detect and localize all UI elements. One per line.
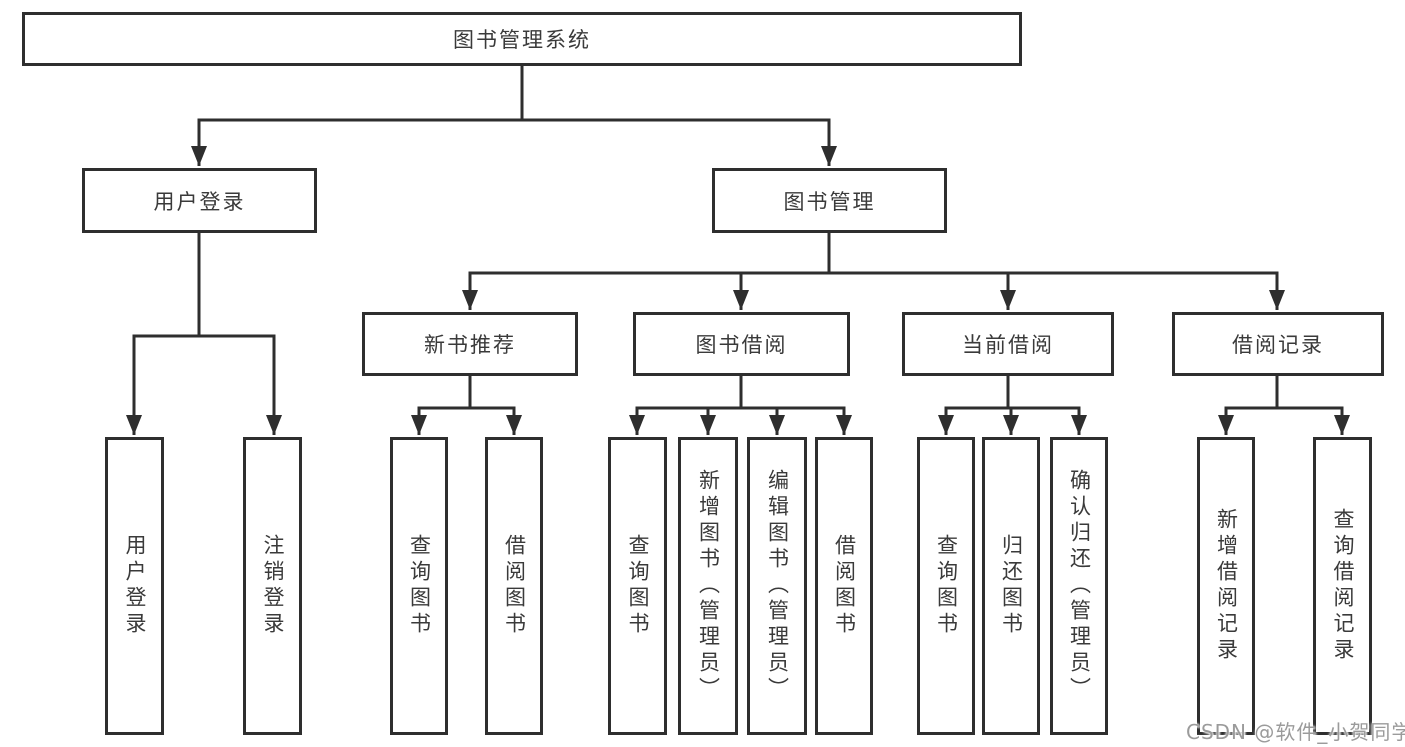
- node-label: 归还图书: [999, 534, 1024, 638]
- node-leaf-edit-books-admin: 编辑图书（管理员）: [747, 437, 807, 735]
- node-label: 新书推荐: [424, 333, 516, 357]
- node-leaf-query-books-current: 查询图书: [917, 437, 975, 735]
- node-leaf-borrow-books: 借阅图书: [815, 437, 873, 735]
- node-label: 用户登录: [123, 534, 147, 638]
- node-leaf-query-books-rec: 查询图书: [390, 437, 448, 735]
- node-leaf-query-borrow-record: 查询借阅记录: [1313, 437, 1372, 735]
- csdn-watermark: CSDN @软件_小贺同学: [1186, 720, 1405, 744]
- node-leaf-add-borrow-record: 新增借阅记录: [1197, 437, 1255, 735]
- node-book-borrowing: 图书借阅: [633, 312, 850, 376]
- node-label: 图书管理系统: [453, 28, 591, 52]
- node-book-management: 图书管理: [712, 168, 947, 233]
- node-label: 借阅记录: [1232, 333, 1324, 357]
- node-label: 确认归还（管理员）: [1067, 469, 1092, 703]
- node-label: 查询借阅记录: [1331, 508, 1355, 664]
- node-label: 查询图书: [934, 534, 959, 638]
- node-label: 编辑图书（管理员）: [765, 469, 790, 703]
- node-label: 注销登录: [261, 534, 285, 638]
- arrow-lines: [126, 120, 1350, 435]
- node-label: 当前借阅: [962, 333, 1054, 357]
- node-user-login: 用户登录: [82, 168, 317, 233]
- node-label: 查询图书: [626, 534, 650, 638]
- node-label: 图书借阅: [695, 333, 788, 357]
- node-current-borrowing: 当前借阅: [902, 312, 1114, 376]
- connector-lines: [132, 64, 1344, 410]
- node-label: 新增图书（管理员）: [696, 469, 721, 703]
- node-leaf-return-books: 归还图书: [982, 437, 1040, 735]
- node-label: 新增借阅记录: [1214, 508, 1239, 664]
- node-label: 查询图书: [407, 534, 432, 638]
- node-leaf-confirm-return-admin: 确认归还（管理员）: [1050, 437, 1108, 735]
- node-leaf-query-books-borrow: 查询图书: [608, 437, 667, 735]
- node-label: 借阅图书: [832, 534, 857, 638]
- node-label: 借阅图书: [502, 534, 527, 638]
- node-label: 用户登录: [153, 189, 246, 214]
- node-library-management-system: 图书管理系统: [22, 12, 1022, 66]
- node-leaf-add-books-admin: 新增图书（管理员）: [678, 437, 738, 735]
- node-leaf-logout: 注销登录: [243, 437, 302, 735]
- node-new-book-recommendation: 新书推荐: [362, 312, 578, 376]
- node-label: 图书管理: [783, 189, 876, 214]
- node-leaf-user-login: 用户登录: [105, 437, 164, 735]
- node-leaf-borrow-books-rec: 借阅图书: [485, 437, 543, 735]
- node-borrowing-records: 借阅记录: [1172, 312, 1384, 376]
